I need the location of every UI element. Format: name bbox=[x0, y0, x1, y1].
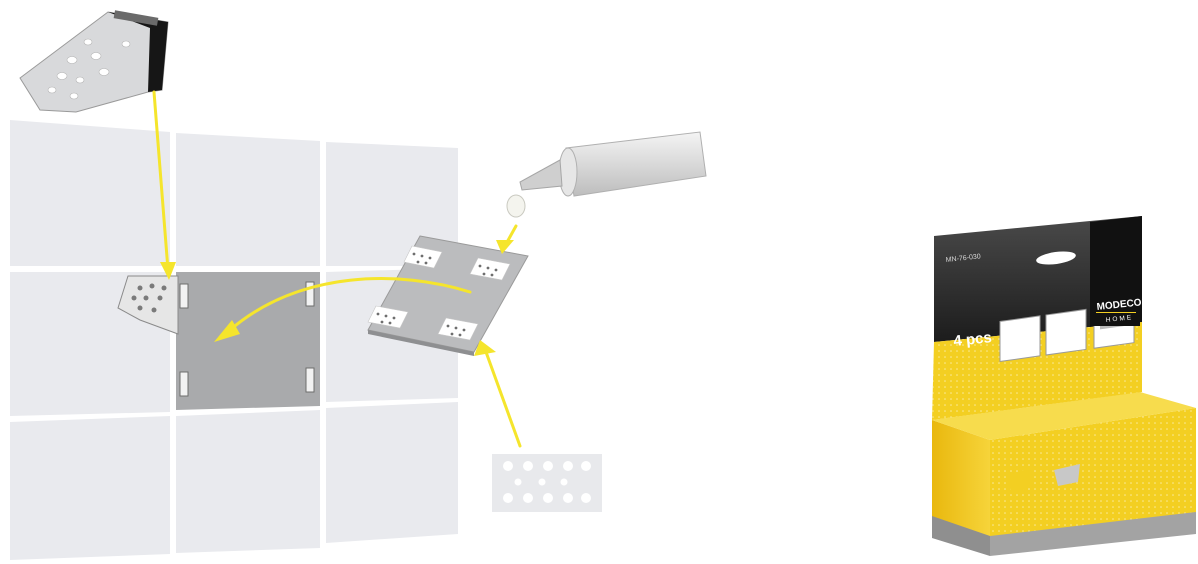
clip-icon bbox=[306, 368, 314, 392]
angle-bracket bbox=[20, 10, 168, 112]
tile bbox=[176, 410, 320, 553]
flat-connector-plate bbox=[492, 454, 602, 512]
tile bbox=[176, 133, 320, 266]
glue-tube bbox=[507, 132, 706, 217]
clip-icon bbox=[180, 372, 188, 396]
product-package: MN-76-030 4 pcs MODECO HOME bbox=[932, 216, 1196, 556]
glue-drop bbox=[507, 195, 525, 217]
arrow-plate-up bbox=[486, 352, 520, 446]
tile bbox=[10, 120, 170, 266]
tile bbox=[10, 416, 170, 560]
tile-wall bbox=[10, 120, 458, 560]
clip-icon bbox=[180, 284, 188, 308]
brand-logo: MODECO HOME bbox=[1092, 297, 1142, 326]
tile bbox=[326, 402, 458, 543]
